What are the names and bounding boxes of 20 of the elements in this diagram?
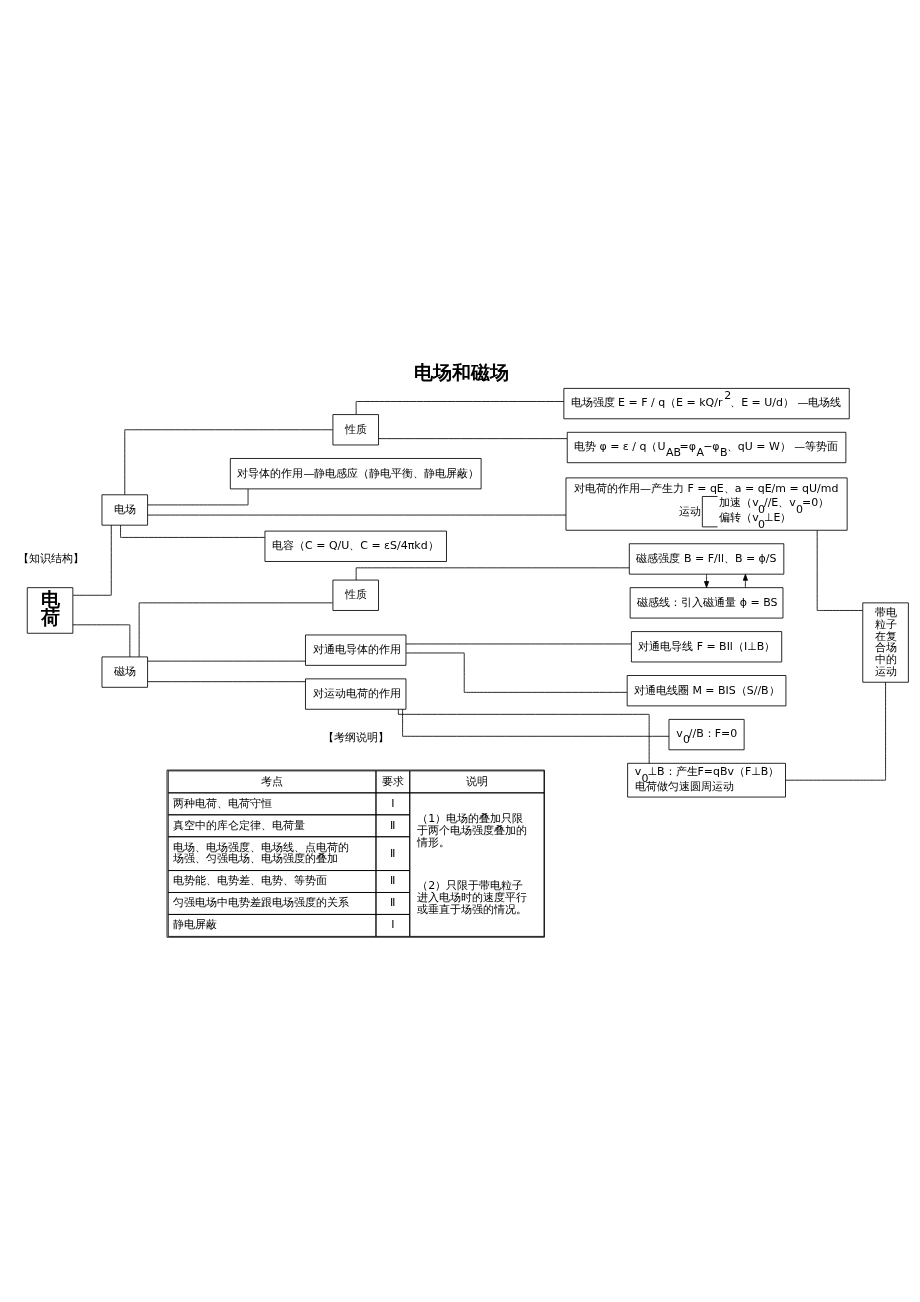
label: 电场、电场强度、电场线、点电荷的场强、匀强电场、电场强度的叠加	[173, 840, 350, 866]
label: Ⅰ	[391, 918, 395, 932]
label: 【知识结构】	[17, 551, 84, 565]
label: 要求	[381, 774, 404, 788]
label: 两种电荷、电荷守恒	[173, 796, 273, 810]
label: Ⅱ	[389, 818, 396, 832]
label: Ⅱ	[389, 874, 396, 888]
label: Ⅰ	[391, 796, 395, 810]
label: Ⅱ	[389, 846, 396, 860]
label: 说明	[465, 774, 488, 788]
label: （1）电场的叠加只限于两个电场强度叠加的情形。	[417, 812, 528, 849]
diagram-title: 电场和磁场	[413, 361, 509, 383]
label: 【考纲说明】	[323, 730, 390, 744]
label: 真空中的库仑定律、电荷量	[173, 818, 306, 832]
label: 考点	[261, 774, 284, 788]
label: Ⅱ	[389, 896, 396, 910]
label: 匀强电场中电势差跟电场强度的关系	[173, 896, 350, 910]
label: （2）只限于带电粒子进入电场时的速度平行或垂直于场强的情况。	[417, 879, 528, 916]
label: 电势能、电势差、电势、等势面	[173, 874, 328, 888]
label: 静电屏蔽	[173, 918, 218, 932]
